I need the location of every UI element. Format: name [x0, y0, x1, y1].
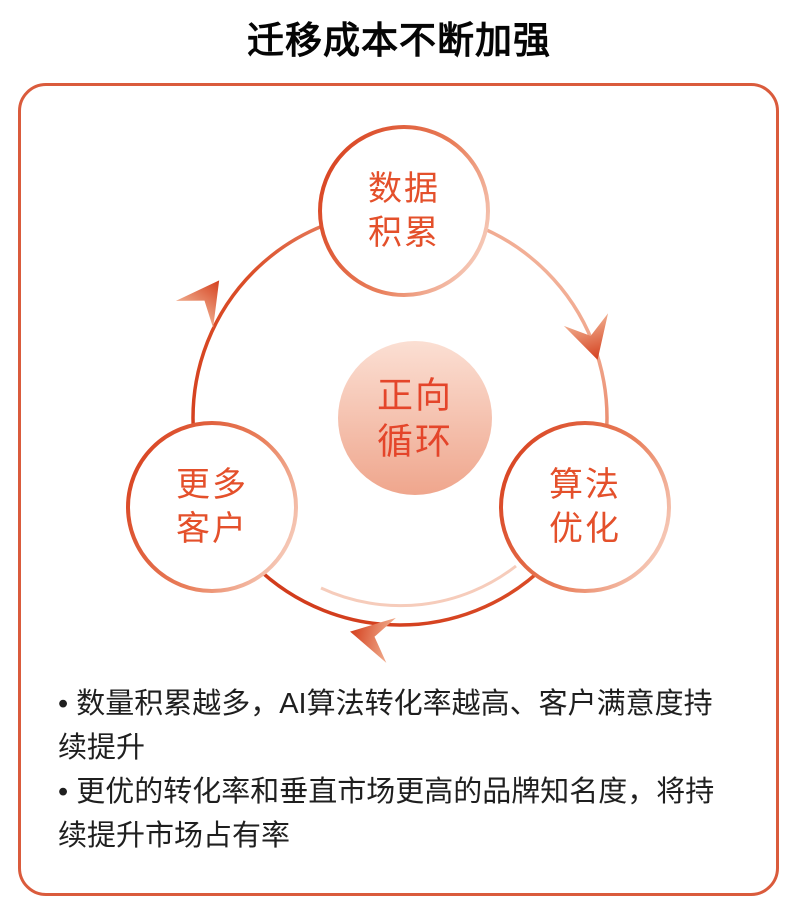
arrow-down-right-icon	[563, 313, 609, 360]
center-label-line2: 循环	[377, 421, 453, 462]
arrow-left-bottom-icon	[350, 617, 396, 663]
node-label-customers-line2: 客户	[176, 510, 248, 548]
node-label-algorithm-line1: 算法	[549, 466, 621, 504]
node-circle-customers	[126, 421, 298, 593]
node-label-customers-line1: 更多	[176, 466, 248, 504]
cycle-card: 数据 积累 算法 优化 更多 客户 正向 循环 • 数量积累越多，AI算法转化率…	[18, 83, 779, 896]
node-label-data-line2: 积累	[368, 214, 440, 252]
cycle-inner-arc	[320, 564, 517, 608]
bullet-item: • 数量积累越多，AI算法转化率越高、客户满意度持续提升	[58, 688, 713, 764]
node-circle-algorithm	[499, 421, 671, 593]
node-label-data-line1: 数据	[368, 170, 440, 208]
node-label-algorithm-line2: 优化	[549, 510, 621, 548]
center-circle	[338, 341, 492, 495]
notes-section: • 数量积累越多，AI算法转化率越高、客户满意度持续提升 • 更优的转化率和垂直…	[58, 682, 739, 858]
center-label-line1: 正向	[377, 375, 453, 416]
arrow-up-left-icon	[175, 280, 220, 328]
bullet-item: • 更优的转化率和垂直市场更高的品牌知名度，将持续提升市场占有率	[58, 776, 715, 852]
cycle-diagram: 数据 积累 算法 优化 更多 客户 正向 循环	[126, 125, 671, 663]
node-circle-data	[318, 125, 490, 297]
page-title: 迁移成本不断加强	[247, 20, 551, 61]
